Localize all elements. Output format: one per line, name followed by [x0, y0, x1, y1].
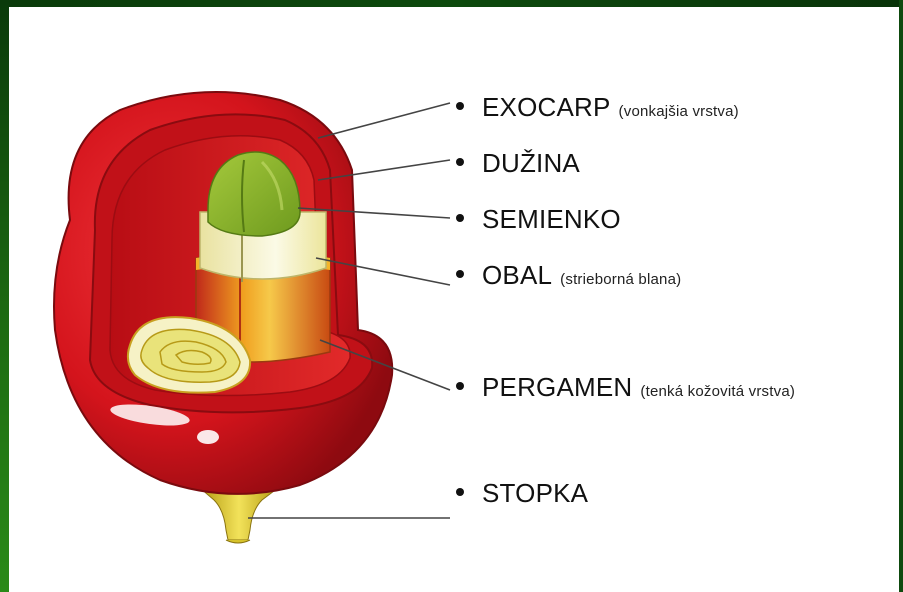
label-semienko-name: SEMIENKO [482, 204, 621, 234]
bullet-icon [456, 158, 464, 166]
leader-lines [248, 102, 451, 519]
frame-right [899, 0, 903, 592]
label-duzina: DUŽINA [456, 148, 580, 179]
bullet-icon [456, 102, 464, 110]
label-pergamen-note: (tenká kožovitá vrstva) [640, 383, 796, 400]
label-pergamen: PERGAMEN (tenká kožovitá vrstva) [456, 372, 795, 403]
leader-exocarp [317, 102, 451, 139]
label-exocarp: EXOCARP (vonkajšia vrstva) [456, 92, 739, 123]
bullet-icon [456, 214, 464, 222]
label-exocarp-note: (vonkajšia vrstva) [618, 103, 739, 120]
leader-pergamen [319, 339, 451, 391]
seed-cross-section [126, 316, 252, 394]
label-semienko: SEMIENKO [456, 204, 621, 235]
label-pergamen-name: PERGAMEN [482, 372, 633, 402]
seed [207, 151, 301, 237]
leader-obal [315, 257, 451, 286]
frame-left [0, 0, 9, 592]
bullet-icon [456, 382, 464, 390]
leader-semienko [297, 207, 451, 219]
label-obal-name: OBAL [482, 260, 553, 290]
label-exocarp-name: EXOCARP [482, 92, 611, 122]
frame-top [0, 0, 903, 7]
label-stopka: STOPKA [456, 478, 588, 509]
bullet-icon [456, 488, 464, 496]
bullet-icon [456, 270, 464, 278]
label-obal-note: (strieborná blana) [560, 271, 682, 288]
exocarp-highlights [110, 404, 219, 444]
leader-duzina [317, 159, 451, 181]
label-stopka-name: STOPKA [482, 478, 589, 508]
label-obal: OBAL (strieborná blana) [456, 260, 681, 291]
label-duzina-name: DUŽINA [482, 148, 580, 178]
